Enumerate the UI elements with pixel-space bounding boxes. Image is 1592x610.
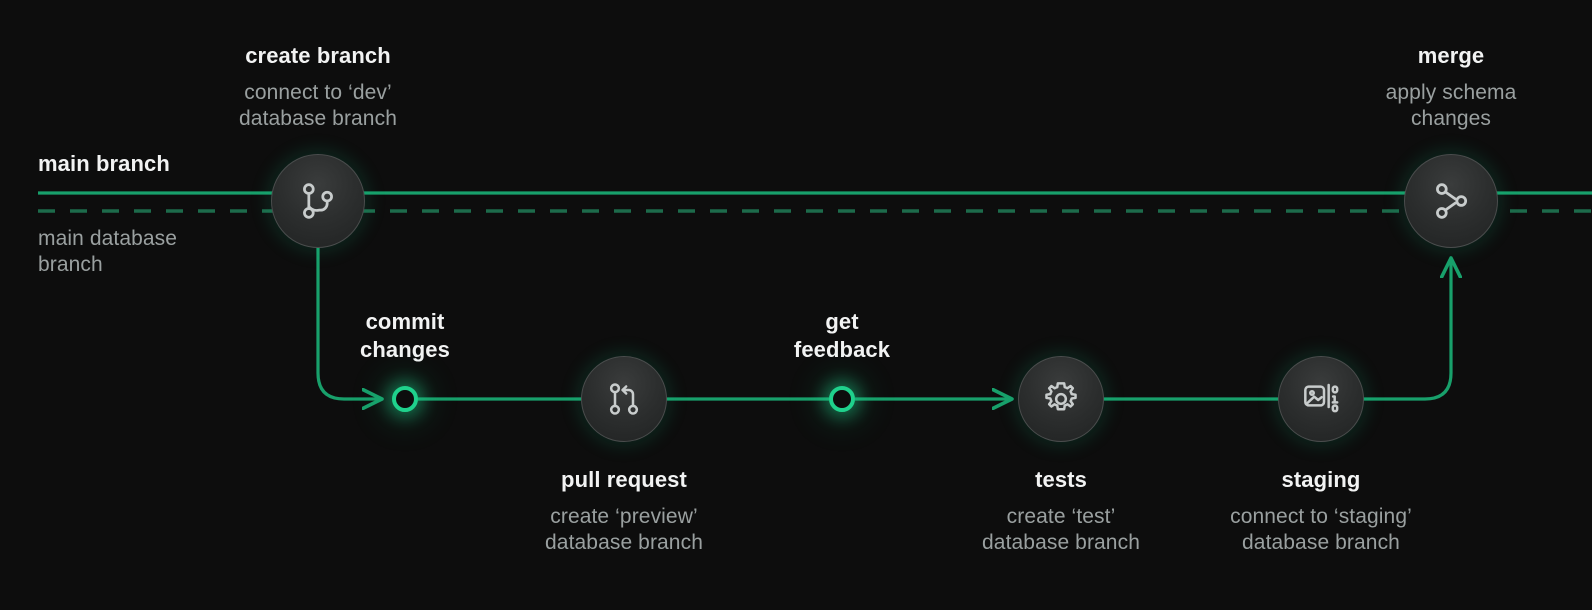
merge-subtitle: apply schema changes [1385, 81, 1517, 131]
git-merge-icon [1429, 179, 1473, 223]
git-pull-request-icon [604, 379, 644, 419]
gear-icon [1041, 379, 1081, 419]
staging-title: staging [1281, 467, 1361, 492]
node-pull-request[interactable] [581, 356, 667, 442]
commit-changes-title: commit changes [360, 309, 450, 362]
pull-request-title: pull request [561, 467, 687, 492]
node-tests[interactable] [1018, 356, 1104, 442]
image-binary-icon [1301, 379, 1341, 419]
node-merge[interactable] [1404, 154, 1498, 248]
node-staging[interactable] [1278, 356, 1364, 442]
git-branch-icon [296, 179, 340, 223]
pull-request-subtitle: create ‘preview’ database branch [545, 505, 703, 555]
staging-subtitle: connect to ‘staging’ database branch [1230, 505, 1412, 555]
node-get-feedback[interactable] [829, 386, 855, 412]
main-branch-label: main branch [38, 151, 170, 176]
merge-title: merge [1417, 43, 1485, 68]
create-branch-title: create branch [245, 43, 391, 68]
get-feedback-title: get feedback [793, 309, 891, 362]
node-commit-changes[interactable] [392, 386, 418, 412]
connector-staging-to-merge [1362, 258, 1451, 401]
tests-title: tests [1035, 467, 1087, 492]
create-branch-subtitle: connect to ‘dev’ database branch [239, 81, 397, 131]
main-database-branch-label: main database branch [38, 227, 178, 277]
tests-subtitle: create ‘test’ database branch [982, 505, 1140, 555]
node-create-branch[interactable] [271, 154, 365, 248]
